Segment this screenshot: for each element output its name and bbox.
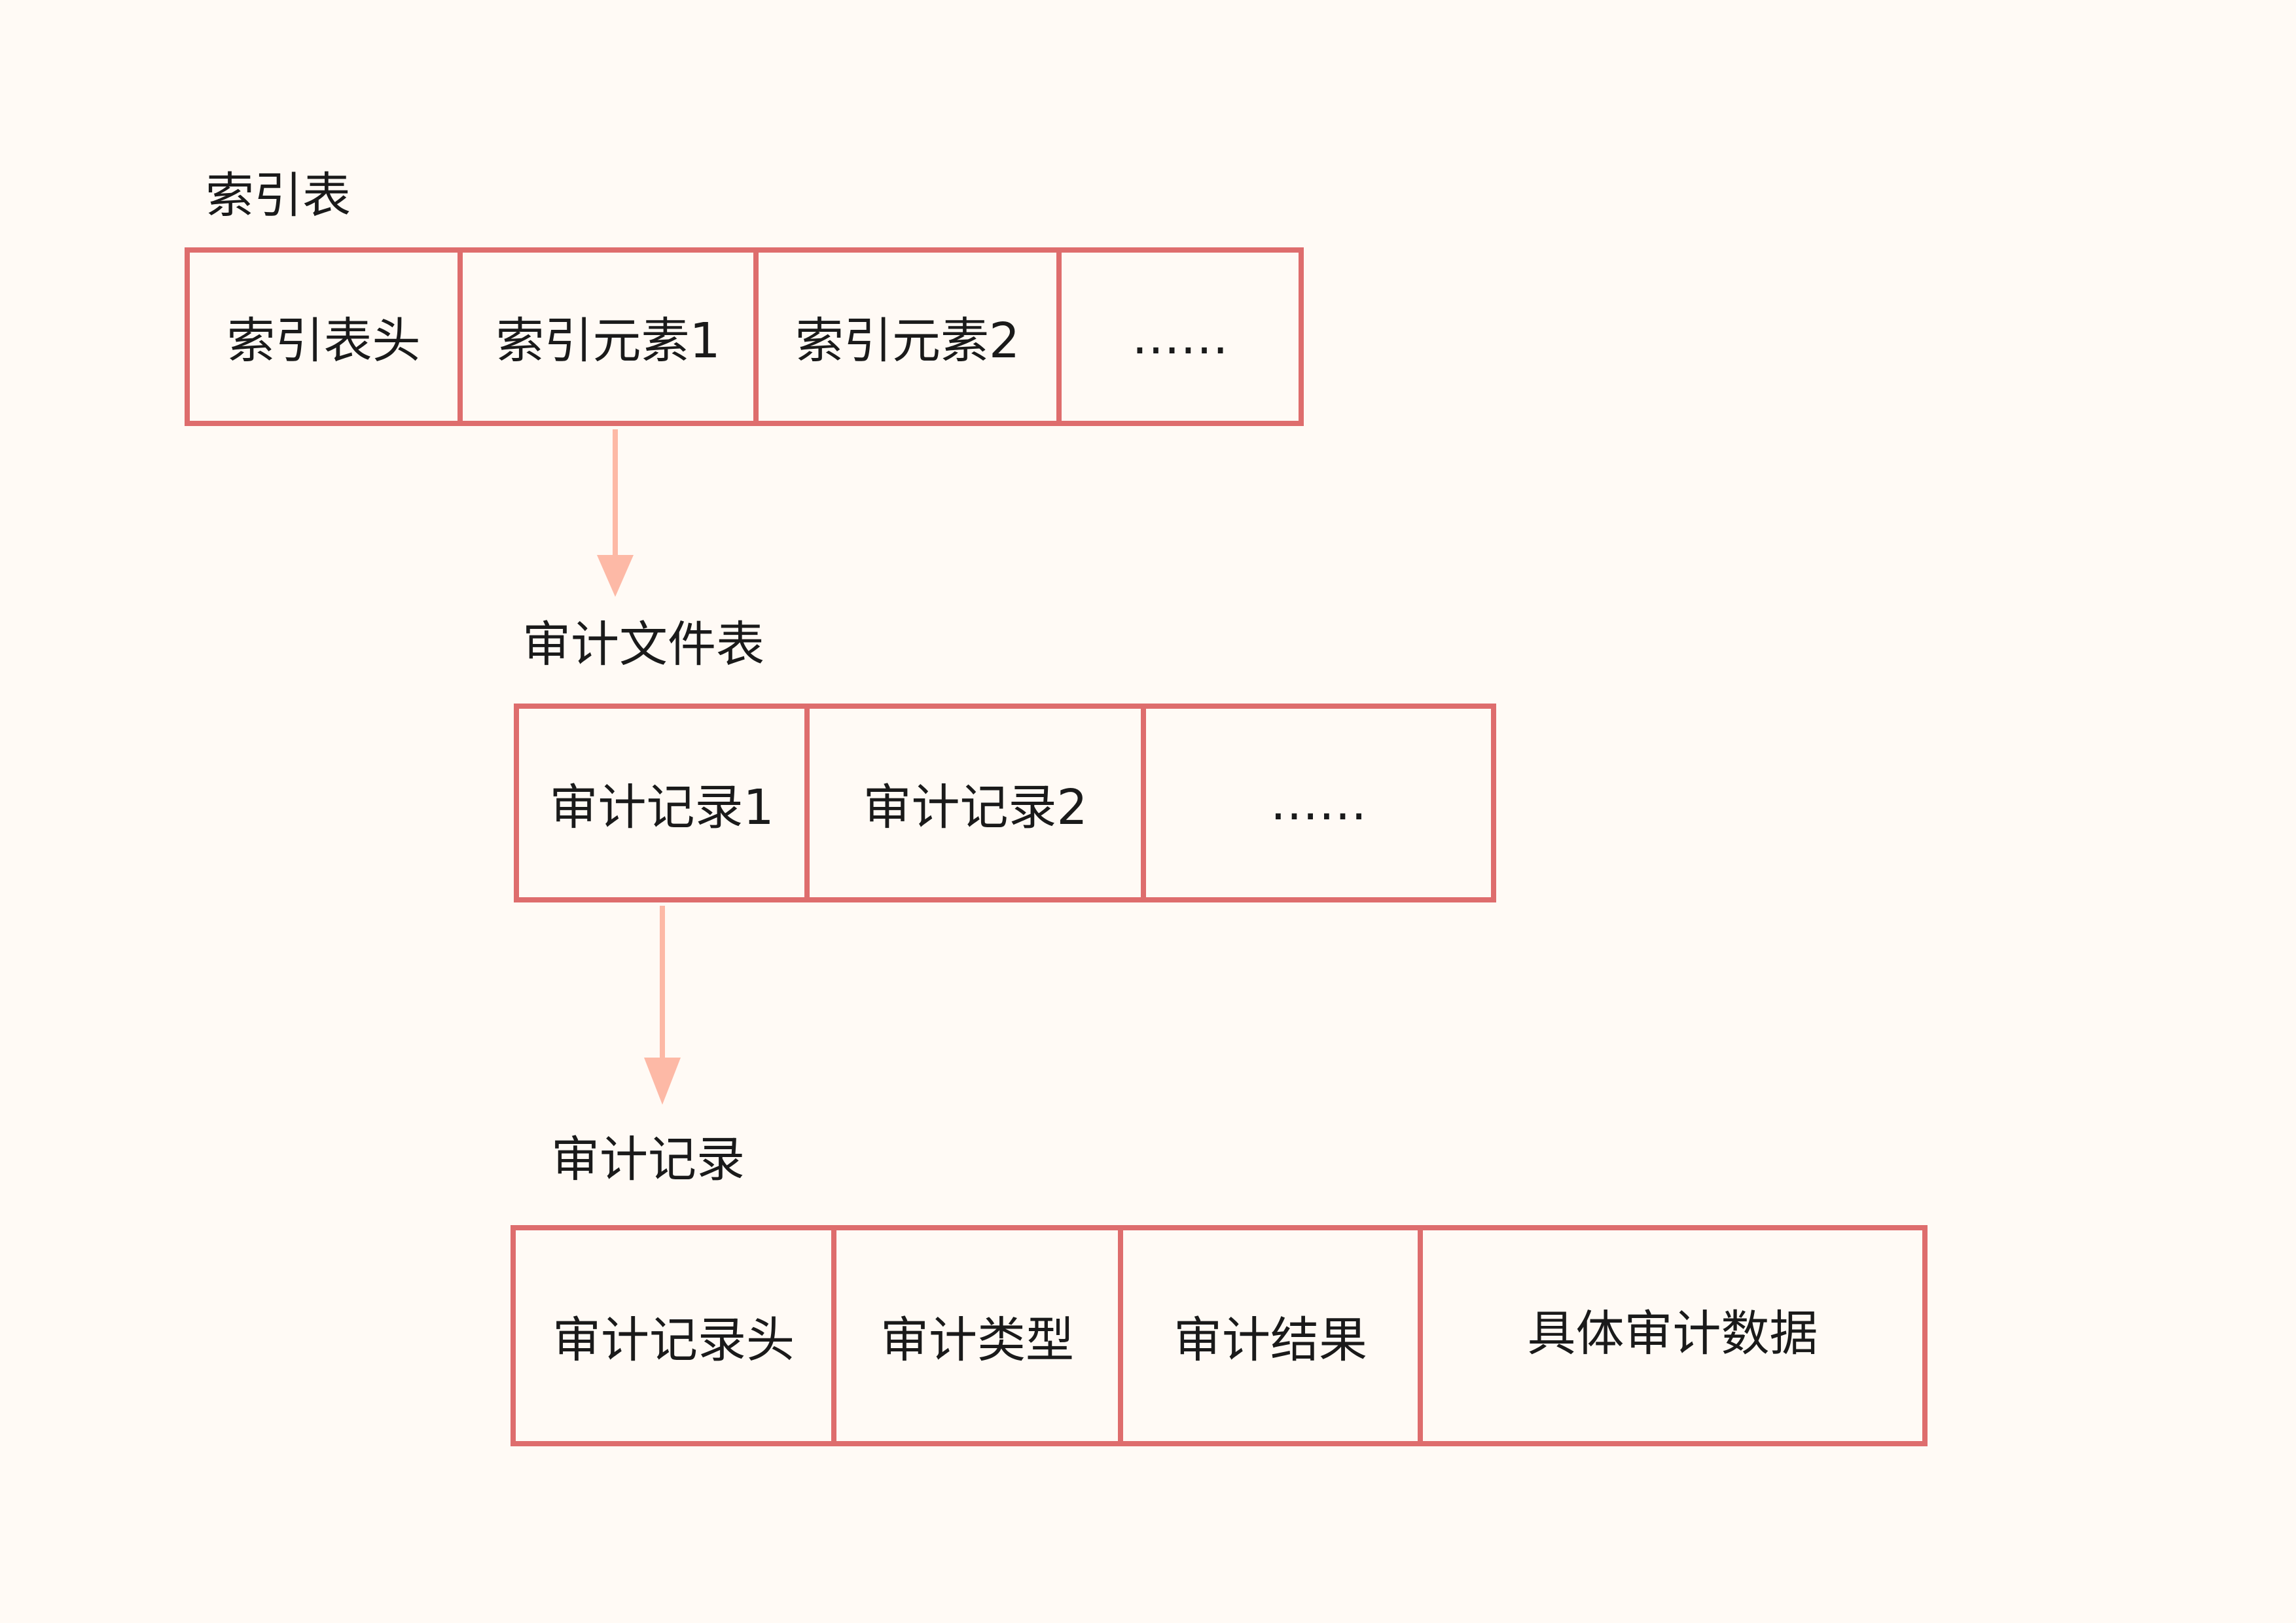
index-ellipsis-cell: ……: [1132, 308, 1229, 365]
audit-file-ellipsis-cell: ……: [1270, 775, 1367, 831]
arrow-down-icon: [597, 429, 634, 597]
audit-type-cell: 审计类型: [836, 1230, 1123, 1441]
audit-record-2-cell: 审计记录2: [810, 709, 1146, 897]
audit-result-cell: 审计结果: [1123, 1230, 1423, 1441]
audit-record-header-cell: 审计记录头: [516, 1230, 836, 1441]
arrow-down-icon: [644, 906, 681, 1105]
index-table-row: 索引表头 索引元素1 索引元素2 ……: [185, 247, 1304, 426]
audit-record-title: 审计记录: [551, 1132, 745, 1188]
audit-record-1-cell: 审计记录1: [519, 709, 810, 897]
index-table-title: 索引表: [206, 168, 351, 224]
audit-file-table-title: 审计文件表: [522, 616, 764, 673]
index-element-1-cell: 索引元素1: [463, 253, 759, 421]
audit-data-cell: 具体审计数据: [1527, 1305, 1818, 1362]
audit-file-table-row: 审计记录1 审计记录2 ……: [514, 704, 1496, 902]
index-element-2-cell: 索引元素2: [759, 253, 1062, 421]
index-table-header-cell: 索引表头: [190, 253, 463, 421]
audit-record-row: 审计记录头 审计类型 审计结果 具体审计数据: [511, 1225, 1928, 1446]
